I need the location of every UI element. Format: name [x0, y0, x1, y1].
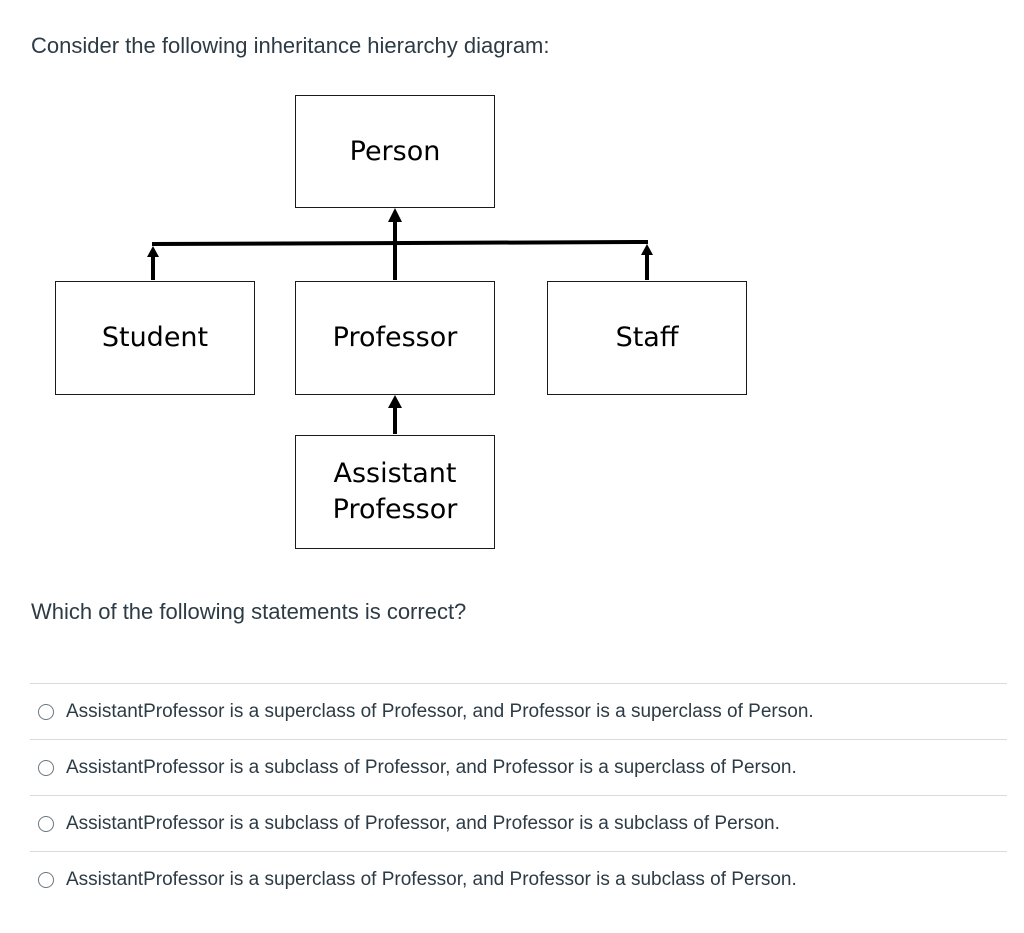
class-box-professor: Professor	[295, 281, 495, 395]
radio-button-icon[interactable]	[38, 759, 54, 776]
answer-list: AssistantProfessor is a superclass of Pr…	[30, 683, 1007, 907]
question-follow-up: Which of the following statements is cor…	[31, 599, 467, 624]
connector-horizontal	[151, 240, 649, 246]
radio-button-icon[interactable]	[38, 703, 54, 720]
class-label-person: Person	[349, 135, 441, 167]
arrowhead-person	[388, 208, 402, 222]
answer-option-2[interactable]: AssistantProfessor is a subclass of Prof…	[30, 739, 1007, 795]
answer-text: AssistantProfessor is a superclass of Pr…	[66, 700, 814, 722]
class-box-staff: Staff	[547, 281, 747, 395]
connector-lines	[151, 222, 649, 434]
class-label-assistant-professor: Assistant Professor	[332, 458, 458, 525]
class-label-student: Student	[101, 322, 209, 354]
arrowheads	[147, 208, 653, 408]
arrowhead-professor	[388, 395, 402, 408]
answer-text: AssistantProfessor is a subclass of Prof…	[66, 756, 797, 778]
answer-option-1[interactable]: AssistantProfessor is a superclass of Pr…	[30, 683, 1007, 739]
class-box-assistant-professor: Assistant Professor	[295, 435, 495, 549]
class-label-staff: Staff	[615, 322, 679, 354]
arrowhead-student	[147, 246, 159, 257]
answer-text: AssistantProfessor is a superclass of Pr…	[66, 868, 797, 890]
answer-option-3[interactable]: AssistantProfessor is a subclass of Prof…	[30, 795, 1007, 851]
arrowhead-staff	[641, 244, 653, 255]
class-label-professor: Professor	[332, 322, 458, 354]
class-box-person: Person	[295, 95, 495, 208]
radio-button-icon[interactable]	[38, 815, 54, 832]
question-prompt: Consider the following inheritance hiera…	[31, 33, 550, 58]
radio-button-icon[interactable]	[38, 871, 54, 888]
answer-option-4[interactable]: AssistantProfessor is a superclass of Pr…	[30, 851, 1007, 907]
answer-text: AssistantProfessor is a subclass of Prof…	[66, 812, 780, 834]
class-box-student: Student	[55, 281, 255, 395]
